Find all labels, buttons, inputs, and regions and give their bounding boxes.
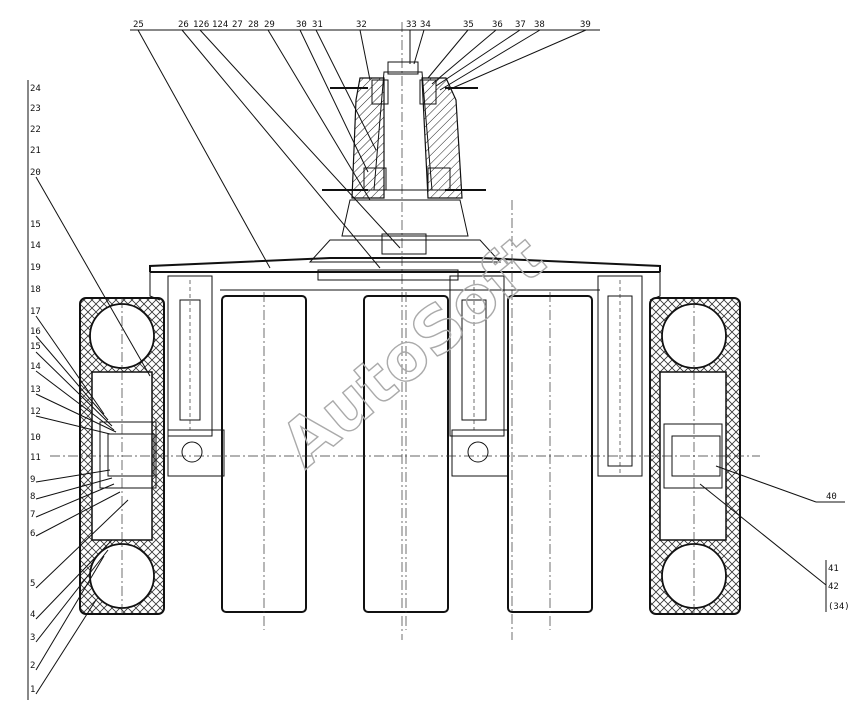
callout-label: 8	[30, 492, 35, 502]
callout-label: 14	[30, 362, 41, 372]
callout-label: 14	[30, 241, 41, 251]
right-callouts: 40 41 42 (34)	[699, 465, 850, 612]
callout-label: 124	[212, 20, 228, 30]
callout-label: 4	[30, 610, 35, 620]
callout-label: 39	[580, 20, 591, 30]
callout-label: 31	[312, 20, 323, 30]
callout-label: 15	[30, 342, 41, 352]
callout-label: 38	[534, 20, 545, 30]
callout-label: 16	[30, 327, 41, 337]
callout-label: 29	[264, 20, 275, 30]
callout-label: 42	[828, 582, 839, 592]
top-callouts: 25 26 126 124 27 28 29 30 31 32 33 34 35…	[130, 20, 600, 269]
callout-label: 41	[828, 564, 839, 574]
callout-label: 1	[30, 685, 35, 695]
callout-label: 9	[30, 475, 35, 485]
callout-label: 5	[30, 579, 35, 589]
callout-label: 28	[248, 20, 259, 30]
callout-label: 34	[420, 20, 431, 30]
callout-label: 126	[193, 20, 209, 30]
callout-label: 30	[296, 20, 307, 30]
callout-label: 37	[515, 20, 526, 30]
inner-wheels	[221, 200, 593, 640]
callout-label: 32	[356, 20, 367, 30]
frame-beam	[149, 257, 661, 301]
callout-label: 3	[30, 633, 35, 643]
callout-label: 27	[232, 20, 243, 30]
callout-label: 2	[30, 661, 35, 671]
callout-label: 22	[30, 125, 41, 135]
outer-wheel-right	[649, 297, 741, 615]
callout-label: 24	[30, 84, 41, 94]
callout-label: 10	[30, 433, 41, 443]
callout-label: 18	[30, 285, 41, 295]
callout-label: 33	[406, 20, 417, 30]
callout-label: 40	[826, 492, 837, 502]
callout-label: 19	[30, 263, 41, 273]
callout-label: 23	[30, 104, 41, 114]
struts	[167, 275, 643, 477]
caster-head	[308, 22, 502, 640]
callout-label: 36	[492, 20, 503, 30]
left-callouts: 24 23 22 21 20 15 14 19 18 17 16 15 14 1…	[27, 80, 151, 700]
callout-label: 7	[30, 510, 35, 520]
callout-label: 25	[133, 20, 144, 30]
callout-label: 11	[30, 453, 41, 463]
callout-label: 15	[30, 220, 41, 230]
callout-label: 21	[30, 146, 41, 156]
callout-label: 35	[463, 20, 474, 30]
callout-label: 20	[30, 168, 41, 178]
callout-label: 26	[178, 20, 189, 30]
callout-label: 13	[30, 385, 41, 395]
callout-label: 17	[30, 307, 41, 317]
callout-label: 6	[30, 529, 35, 539]
callout-label: 12	[30, 407, 41, 417]
callout-label: (34)	[828, 602, 850, 612]
